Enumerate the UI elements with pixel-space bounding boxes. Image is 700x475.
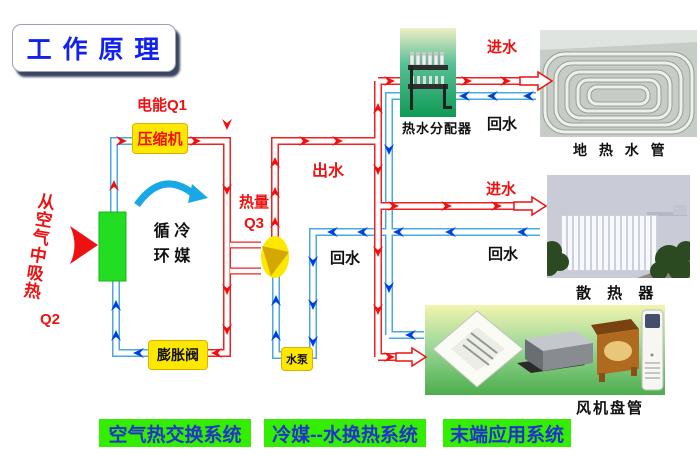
compressor-box: 压缩机 bbox=[132, 123, 188, 154]
refrigerant-line1: 循 冷 bbox=[153, 223, 191, 240]
radiator-image bbox=[547, 175, 690, 278]
terminal-system-label: 末端应用系统 bbox=[443, 419, 571, 447]
electric-energy-label: 电能Q1 bbox=[137, 97, 188, 114]
radiator-supply-label: 进水 bbox=[486, 181, 517, 198]
refrigerant-label: 循 冷 环 媒 bbox=[150, 219, 194, 269]
radiator-return-label: 回水 bbox=[488, 246, 519, 263]
expansion-valve-box: 膨胀阀 bbox=[148, 340, 208, 370]
compressor-label: 压缩机 bbox=[137, 131, 183, 148]
page-title-text: 工 作 原 理 bbox=[26, 36, 162, 64]
radiator-caption: 散 热 器 bbox=[576, 285, 660, 302]
heat-exchanger-circle bbox=[261, 236, 289, 278]
refrigerant-water-system-label: 冷媒--水换热系统 bbox=[264, 419, 426, 447]
floor-supply-label: 进水 bbox=[487, 39, 518, 56]
heat-q3: Q3 bbox=[243, 215, 264, 232]
refrigerant-line2: 环 媒 bbox=[153, 248, 191, 265]
evaporator-block bbox=[70, 211, 127, 282]
air-exchange-system-label: 空气热交换系统 bbox=[99, 419, 251, 447]
expansion-valve-label: 膨胀阀 bbox=[157, 347, 199, 363]
heat-q3-label: 热量 Q3 bbox=[233, 192, 275, 234]
cycle-arc-icon bbox=[134, 180, 208, 208]
radiator-photo bbox=[547, 175, 690, 278]
water-out-label: 出水 bbox=[312, 163, 345, 180]
fan-coil-photo bbox=[425, 305, 665, 395]
air-heat-arrow bbox=[70, 226, 98, 264]
floor-heating-coil-image bbox=[540, 30, 697, 137]
hot-water-distributor-photo bbox=[400, 28, 456, 117]
terminal-arrows bbox=[395, 70, 554, 368]
page-title: 工 作 原 理 bbox=[12, 24, 176, 72]
water-pump-box: 水泵 bbox=[281, 347, 313, 371]
distributor-label: 热水分配器 bbox=[402, 121, 473, 136]
absorb-heat-q2: Q2 bbox=[40, 311, 61, 328]
floor-heating-caption: 地 热 水 管 bbox=[573, 142, 669, 158]
fan-coil-units-image bbox=[425, 305, 665, 395]
floor-return-label: 回水 bbox=[487, 116, 518, 133]
fan-coil-caption: 风机盘管 bbox=[576, 400, 645, 417]
distributor-image bbox=[400, 28, 456, 117]
floor-heating-photo bbox=[540, 30, 697, 137]
water-return-center-label: 回水 bbox=[330, 250, 361, 267]
heat-label: 热量 bbox=[238, 194, 269, 211]
water-pump-label: 水泵 bbox=[286, 354, 308, 366]
flow-arrows bbox=[109, 76, 534, 362]
evaporator bbox=[98, 211, 127, 282]
